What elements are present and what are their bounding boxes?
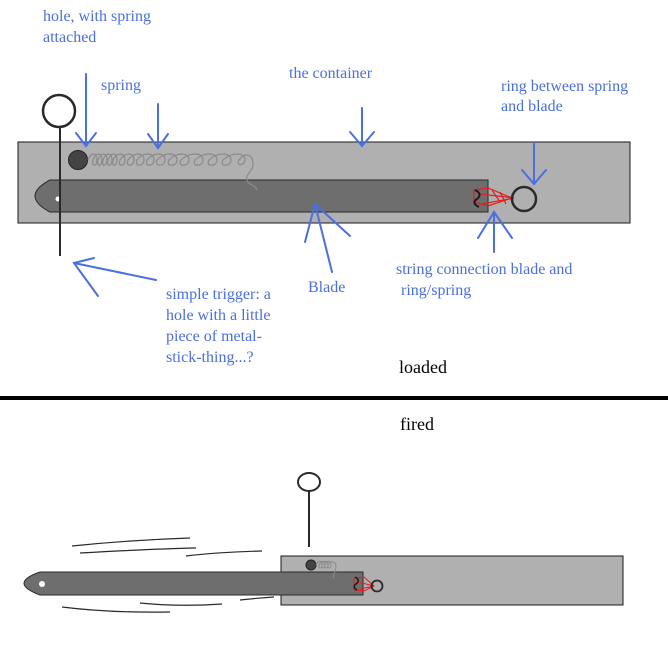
- label-container: the container: [289, 65, 373, 82]
- loaded-state: [17, 93, 631, 256]
- string-connection: [473, 187, 515, 207]
- arrow-container: [349, 107, 375, 148]
- arrow-ring: [521, 141, 547, 186]
- fired-string-knot: [353, 576, 359, 591]
- annotation-arrows: [72, 73, 547, 297]
- spring-anchor-hole: [68, 150, 88, 170]
- fired-spring-anchor-hole: [305, 559, 317, 571]
- label-spring: spring: [101, 77, 141, 94]
- spring-blade-ring: [510, 185, 538, 213]
- fired-trigger-ring: [297, 472, 321, 492]
- annotation-labels: hole, with spring attached spring the co…: [43, 8, 632, 434]
- arrow-string: [477, 210, 513, 253]
- label-fired: fired: [400, 414, 434, 434]
- label-hole: hole, with spring attached: [43, 8, 155, 46]
- arrow-blade: [304, 202, 351, 273]
- fired-trigger: [297, 472, 321, 547]
- trigger-ring: [41, 93, 77, 129]
- label-trigger: simple trigger: a hole with a little pie…: [166, 286, 275, 366]
- arrow-spring: [147, 103, 169, 150]
- arrow-hole: [75, 73, 97, 148]
- string-knot: [473, 189, 481, 208]
- label-string: string connection blade and ring/spring: [396, 261, 576, 299]
- fired-state: [23, 472, 624, 613]
- state-divider: [0, 396, 668, 400]
- label-loaded: loaded: [399, 357, 447, 377]
- fired-spring: [315, 560, 337, 580]
- label-ring: ring between spring and blade: [501, 78, 632, 115]
- label-blade: Blade: [308, 279, 345, 296]
- fired-blade-hole: [39, 581, 45, 587]
- fired-spring-blade-ring: [370, 579, 384, 593]
- arrow-trigger: [72, 257, 157, 297]
- motion-lines: [61, 537, 275, 613]
- fired-blade: [23, 571, 364, 596]
- spring: [87, 153, 258, 191]
- trigger: [41, 93, 77, 256]
- blade: [34, 179, 489, 213]
